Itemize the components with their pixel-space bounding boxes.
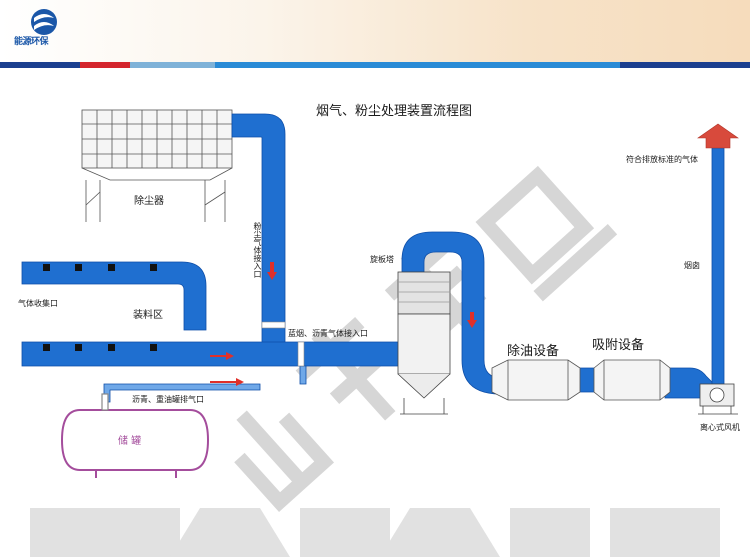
header-stripe-3 <box>130 62 215 68</box>
flow-arrows <box>210 123 739 386</box>
spin-tower <box>397 271 451 415</box>
company-logo-icon <box>20 6 68 48</box>
tank-exhaust-label: 沥青、重油罐排气口 <box>132 395 204 404</box>
centrifugal-fan <box>698 383 738 415</box>
asphalt-gas-inlet-label: 蓝烟、沥青气体接入口 <box>288 329 368 338</box>
tank-exhaust-pipe <box>101 393 109 411</box>
oil-removal-equipment <box>491 359 581 401</box>
adsorption-equipment <box>593 359 671 401</box>
watermark-graphic <box>30 508 720 557</box>
header-stripe-2 <box>80 62 130 68</box>
storage-tank-label: 储 罐 <box>118 436 142 447</box>
dust-collector <box>81 109 233 222</box>
storage-tank <box>60 409 210 478</box>
duct-openings <box>43 264 157 351</box>
header-stripe-1 <box>0 62 80 68</box>
dust-gas-inlet-label: 粉尘气体接入口 <box>253 222 262 278</box>
header-stripe-4 <box>215 62 620 68</box>
diagram-title: 烟气、粉尘处理装置流程图 <box>316 104 473 119</box>
header-band <box>0 0 750 62</box>
loading-area-label: 装料区 <box>133 310 163 321</box>
duct-collars <box>261 321 305 367</box>
adsorption-label: 吸附设备 <box>592 338 645 353</box>
chimney-label: 烟囱 <box>684 261 700 270</box>
oil-removal-label: 除油设备 <box>507 344 560 359</box>
gas-collection-port-label: 气体收集口 <box>18 299 58 308</box>
dust-collector-label: 除尘器 <box>134 196 164 207</box>
logo-text: 能源环保 <box>14 37 49 47</box>
spin-tower-label: 旋板塔 <box>370 255 394 264</box>
fan-label: 离心式风机 <box>700 423 740 432</box>
standard-gas-label: 符合排放标准的气体 <box>626 155 698 164</box>
header-stripe-5 <box>620 62 750 68</box>
